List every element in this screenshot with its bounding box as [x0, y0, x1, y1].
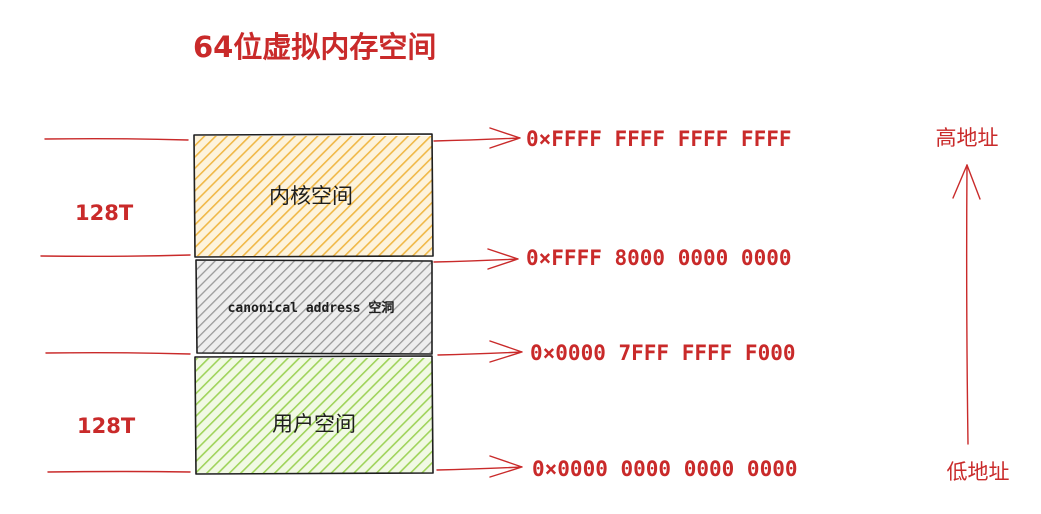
left-line-top [44, 137, 189, 141]
kernel-space-label: 内核空间 [269, 184, 353, 208]
diagram-title: 64位虚拟内存空间 [193, 30, 436, 64]
kernel-space-outline [193, 133, 434, 258]
arrow-to-kernel-start-address [433, 248, 519, 270]
direction-arrow [952, 164, 981, 445]
address-top: 0×FFFF FFFF FFFF FFFF [526, 127, 792, 151]
user-space-outline [194, 355, 434, 475]
kernel-space-block: 内核空间 [193, 133, 434, 258]
left-line-kernel-bottom [40, 254, 191, 258]
arrow-to-top-address [433, 127, 521, 149]
address-arrows [433, 127, 523, 478]
kernel-space-fill [195, 136, 432, 256]
low-address-label: 低地址 [947, 460, 1010, 484]
canonical-hole-outline [195, 259, 433, 355]
canonical-hole-block: canonical address 空洞 [195, 259, 433, 355]
canonical-hole-label: canonical address 空洞 [228, 300, 395, 316]
user-space-fill [196, 358, 432, 473]
kernel-size-label: 128T [75, 201, 134, 225]
address-kernel-start: 0×FFFF 8000 0000 0000 [526, 246, 792, 270]
user-space-block: 用户空间 [194, 355, 434, 475]
arrow-to-user-end-address [437, 340, 523, 363]
address-zero: 0×0000 0000 0000 0000 [532, 457, 798, 481]
canonical-hole-fill [197, 261, 432, 353]
user-space-label: 用户空间 [272, 412, 356, 436]
direction-arrow-head [952, 164, 981, 200]
left-line-hole-bottom [45, 351, 191, 355]
left-line-bottom [47, 470, 191, 473]
direction-arrow-shaft [965, 164, 969, 445]
high-address-label: 高地址 [936, 126, 999, 150]
arrow-to-zero-address [436, 455, 523, 478]
user-size-label: 128T [77, 414, 136, 438]
left-boundary-lines [40, 137, 191, 473]
address-user-end: 0×0000 7FFF FFFF F000 [530, 341, 796, 365]
